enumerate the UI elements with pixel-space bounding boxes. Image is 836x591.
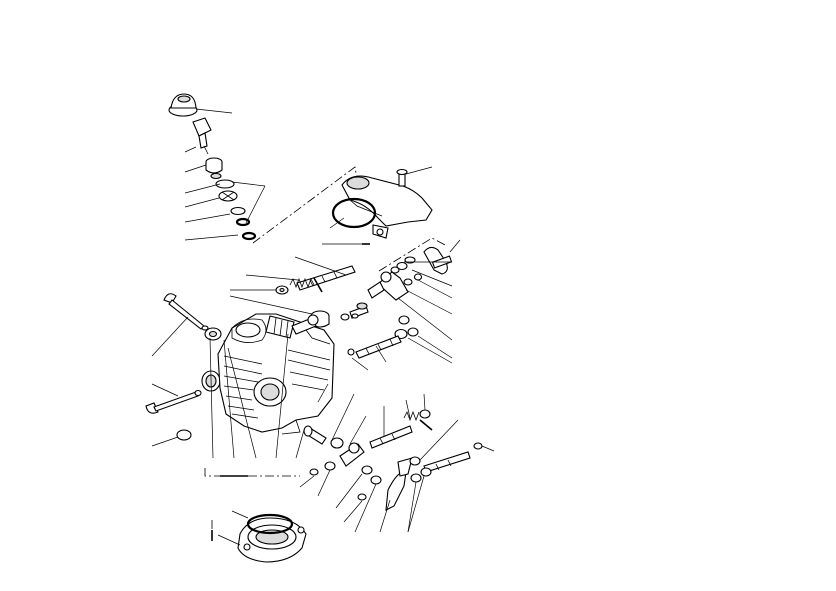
rocker-arm-middle bbox=[367, 271, 409, 301]
rocker-arm-upper bbox=[423, 239, 461, 275]
cap-part bbox=[168, 93, 198, 117]
leader-lines-right-upper bbox=[397, 261, 453, 341]
washers-lower-center bbox=[299, 461, 382, 533]
valve-seal-left bbox=[204, 327, 222, 341]
sensor-part bbox=[192, 117, 212, 155]
assembly-axis-top bbox=[252, 166, 358, 244]
base-line-left bbox=[204, 468, 300, 477]
washers-lower-right bbox=[407, 467, 432, 533]
rocker-shaft-middle bbox=[347, 335, 402, 371]
exhaust-valve-part bbox=[151, 293, 209, 357]
washer-upper bbox=[230, 285, 289, 295]
bolt-middle bbox=[340, 302, 369, 321]
nut-part bbox=[205, 157, 223, 180]
guide-plug-part bbox=[151, 429, 192, 447]
rocker-shaft-lower-right bbox=[409, 419, 495, 473]
intake-manifold-part bbox=[211, 510, 307, 563]
small-rings-upper bbox=[378, 237, 448, 286]
leader-lines-head bbox=[209, 333, 329, 459]
leader-lines-top-left bbox=[184, 108, 266, 241]
tappet-upper-part bbox=[291, 314, 319, 335]
cylinder-head-part bbox=[217, 313, 335, 435]
rocker-arm-lower-right bbox=[379, 457, 413, 533]
rocker-shaft-lower bbox=[369, 406, 413, 449]
tappet-lower-part bbox=[303, 393, 355, 449]
cover-bolt-part bbox=[396, 166, 433, 187]
rings-right-middle bbox=[394, 315, 453, 364]
intake-valve-part bbox=[145, 383, 202, 414]
rocker-shaft-upper bbox=[294, 256, 356, 291]
washer-stack bbox=[215, 179, 257, 241]
rocker-cover-part bbox=[322, 175, 433, 245]
rocker-arm-lower-left bbox=[339, 415, 367, 467]
spring-upper bbox=[245, 274, 323, 293]
spring-lower bbox=[403, 393, 433, 431]
